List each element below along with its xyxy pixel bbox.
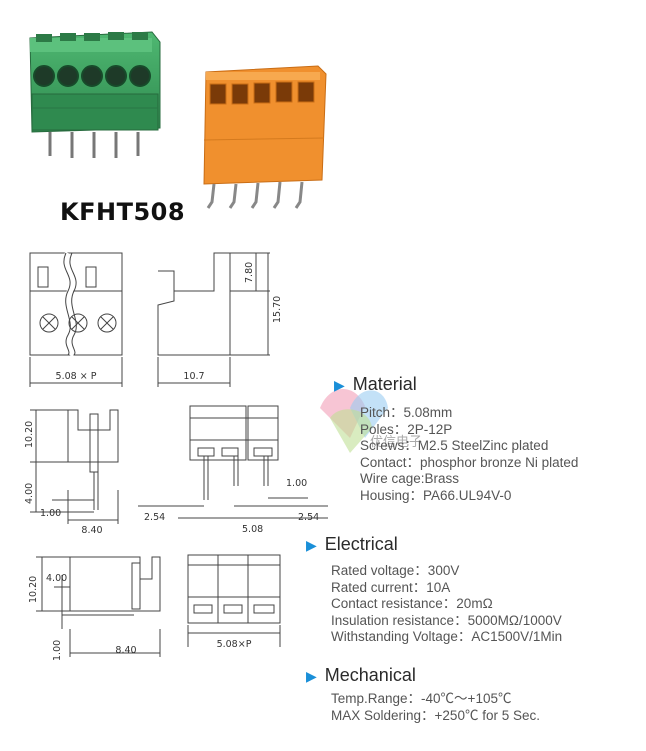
spec-line: Insulation resistance：5000MΩ/1000V: [331, 612, 562, 628]
material-heading: ▶ Material: [334, 374, 417, 395]
spec-line: Poles：2P-12P: [360, 421, 453, 437]
mid-right-right-margin-label: 2.54: [298, 512, 319, 523]
section-arrow-icon: ▶: [306, 537, 317, 553]
spec-line: Contact：phosphor bronze Ni plated: [360, 454, 579, 470]
spec-line: Temp.Range：-40℃～+105℃: [331, 691, 512, 706]
electrical-heading: ▶ Electrical: [306, 534, 398, 555]
mid-right-pin-layout-drawing: 1.00 2.54 5.08 2.54: [138, 405, 328, 535]
watermark-logo: 优信电子: [320, 388, 422, 453]
green-connector-illustration: [29, 31, 161, 158]
mid-left-profile-drawing: 10.20 4.00 1.00 8.40: [24, 409, 119, 535]
bottom-left-height-label: 10.20: [28, 576, 39, 603]
electrical-spec-list: Rated voltage：300V Rated current：10A Con…: [331, 563, 562, 646]
bottom-right-width-label: 5.08×P: [217, 639, 252, 650]
spec-line: Contact resistance：20mΩ: [331, 596, 493, 611]
mechanical-heading-text: Mechanical: [324, 665, 416, 685]
mid-left-offset-label: 1.00: [40, 508, 61, 519]
mid-left-height-label: 10.20: [24, 421, 35, 448]
side-view-drawing: 10.7 7.80 15.70: [157, 252, 283, 387]
bottom-left-pin-label: 4.00: [46, 573, 67, 584]
side-dim-b-label: 15.70: [272, 296, 283, 323]
mechanical-spec-list: Temp.Range：-40℃～+105℃ MAX Soldering：+250…: [331, 691, 540, 724]
side-dim-a-label: 7.80: [244, 262, 255, 283]
spec-line: Rated voltage：300V: [331, 563, 460, 578]
mechanical-heading: ▶ Mechanical: [306, 665, 416, 686]
spec-line: MAX Soldering：+250℃ for 5 Sec.: [331, 707, 540, 723]
section-arrow-icon: ▶: [334, 377, 345, 393]
electrical-heading-text: Electrical: [324, 534, 398, 554]
spec-line: Withstanding Voltage：AC1500V/1Min: [331, 629, 563, 644]
top-view-width-label: 5.08 × P: [56, 371, 97, 382]
bottom-left-profile-drawing: 10.20 4.00 1.00 8.40: [28, 556, 161, 661]
material-heading-text: Material: [352, 374, 417, 394]
mid-right-left-margin-label: 2.54: [144, 512, 165, 523]
product-model-title: KFHT508: [60, 198, 186, 226]
spec-line: Wire cage:Brass: [360, 471, 460, 486]
mid-right-pitch-label: 5.08: [242, 524, 263, 535]
mid-right-pin-offset-label: 1.00: [286, 478, 307, 489]
spec-line: Screws：M2.5 SteelZinc plated: [360, 438, 549, 453]
bottom-left-depth-label: 8.40: [115, 645, 136, 656]
bottom-left-offset-label: 1.00: [52, 640, 63, 661]
material-spec-list: Pitch：5.08mm Poles：2P-12P Screws：M2.5 St…: [360, 405, 578, 504]
watermark-text: 优信电子: [370, 435, 422, 450]
orange-connector-illustration: [203, 65, 327, 209]
spec-line: Housing：PA66.UL94V-0: [360, 487, 512, 503]
spec-line: Rated current：10A: [331, 579, 451, 595]
mid-left-pin-label: 4.00: [24, 483, 35, 504]
front-view-drawing: 5.08 × P: [29, 251, 123, 387]
spec-line: Pitch：5.08mm: [360, 405, 453, 420]
side-view-depth-label: 10.7: [183, 371, 204, 382]
bottom-right-top-view-drawing: 5.08×P: [187, 554, 281, 650]
section-arrow-icon: ▶: [306, 668, 317, 684]
mid-left-depth-label: 8.40: [81, 525, 102, 535]
